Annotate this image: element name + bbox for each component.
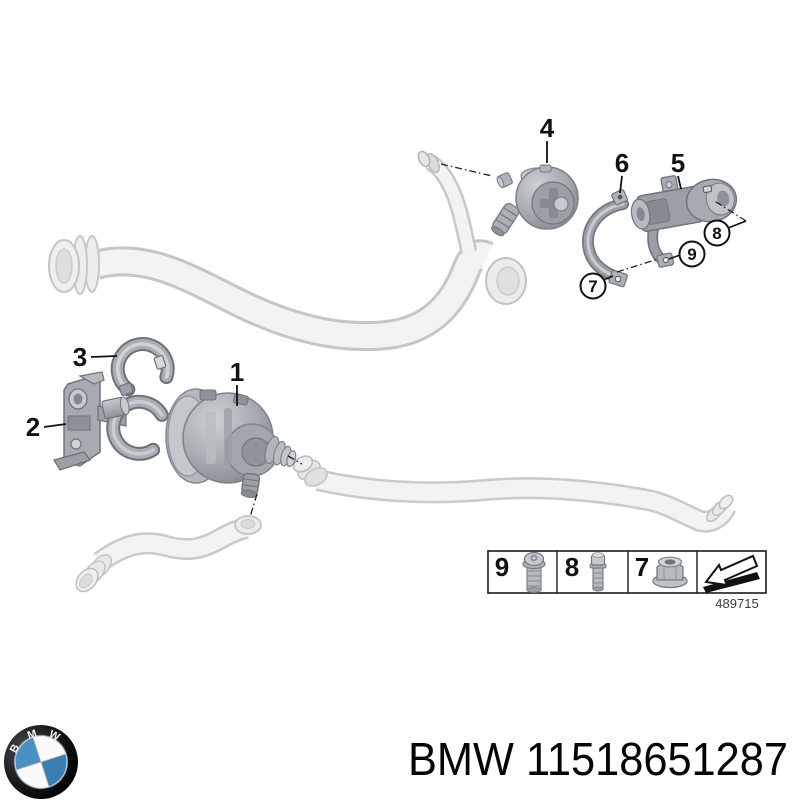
return-hose-neck bbox=[75, 554, 113, 593]
outlet-hose-connector bbox=[292, 455, 328, 487]
callout-6-label: 6 bbox=[615, 148, 629, 178]
rubber-bushing bbox=[101, 396, 130, 420]
callout-1-label: 1 bbox=[230, 357, 244, 387]
hose-branch-connector bbox=[417, 150, 440, 174]
pump4-inlet-fitting bbox=[496, 172, 513, 189]
return-hose bbox=[75, 515, 262, 593]
legend-cell-8: 8 bbox=[565, 552, 607, 592]
hose-end-opening bbox=[485, 257, 527, 305]
legend-label-9: 9 bbox=[495, 552, 509, 582]
direction-arrow-icon bbox=[703, 554, 760, 593]
pump1-outlet-cone bbox=[264, 435, 297, 468]
rubber-mount-lower bbox=[106, 394, 169, 461]
callout-4-label: 4 bbox=[540, 113, 555, 143]
legend-label-8: 8 bbox=[565, 552, 579, 582]
legend-cell-7: 7 bbox=[635, 552, 688, 589]
callout-circle-8: 8 bbox=[703, 219, 747, 247]
figure-number: 489715 bbox=[715, 596, 758, 611]
callout-5: 5 bbox=[671, 148, 685, 190]
hose-left-neck bbox=[48, 235, 100, 295]
strap-foot-right bbox=[656, 252, 675, 268]
mounting-bracket-assembly bbox=[581, 175, 738, 288]
outlet-hose bbox=[292, 455, 737, 533]
stud-bolt-icon bbox=[589, 552, 607, 592]
callout-4: 4 bbox=[540, 113, 555, 163]
legend-cell-arrow bbox=[703, 554, 760, 593]
callouts: 1 2 3 4 5 6 7 8 bbox=[26, 113, 747, 442]
legend-box: 9 8 bbox=[487, 550, 767, 611]
callout-circle-7: 7 bbox=[579, 272, 614, 300]
callout-3: 3 bbox=[73, 342, 118, 372]
flange-nut-icon bbox=[652, 556, 688, 589]
callout-2-label: 2 bbox=[26, 412, 40, 442]
legend-cell-9: 9 bbox=[495, 551, 546, 593]
upper-coolant-hose bbox=[48, 150, 527, 352]
callout-6: 6 bbox=[615, 148, 629, 194]
outlet-hose-end-ribs bbox=[705, 494, 734, 523]
auxiliary-water-pump-4 bbox=[491, 164, 579, 237]
torx-screw-icon bbox=[522, 551, 546, 593]
callout-8-label: 8 bbox=[712, 224, 721, 243]
callout-9-label: 9 bbox=[687, 245, 696, 264]
pump4-nozzle bbox=[491, 202, 520, 237]
return-hose-port bbox=[234, 515, 262, 535]
auxiliary-water-pump-1 bbox=[165, 388, 297, 498]
legend-label-7: 7 bbox=[635, 552, 649, 582]
callout-circle-9: 9 bbox=[668, 240, 706, 268]
callout-5-label: 5 bbox=[671, 148, 685, 178]
rubber-mount-upper bbox=[110, 337, 175, 397]
bmw-roundel-logo: B M W bbox=[4, 725, 78, 799]
footer-part-number: BMW 11518651287 bbox=[408, 733, 788, 785]
callout-2: 2 bbox=[26, 412, 67, 442]
callout-7-label: 7 bbox=[588, 277, 597, 296]
callout-3-label: 3 bbox=[73, 342, 87, 372]
logo-letter-m: M bbox=[26, 728, 38, 742]
clip-part6 bbox=[611, 189, 628, 206]
strap-foot-left bbox=[608, 269, 628, 288]
assembly-lines bbox=[249, 163, 747, 518]
callout-1: 1 bbox=[230, 357, 244, 406]
bracket-part5 bbox=[630, 175, 738, 232]
